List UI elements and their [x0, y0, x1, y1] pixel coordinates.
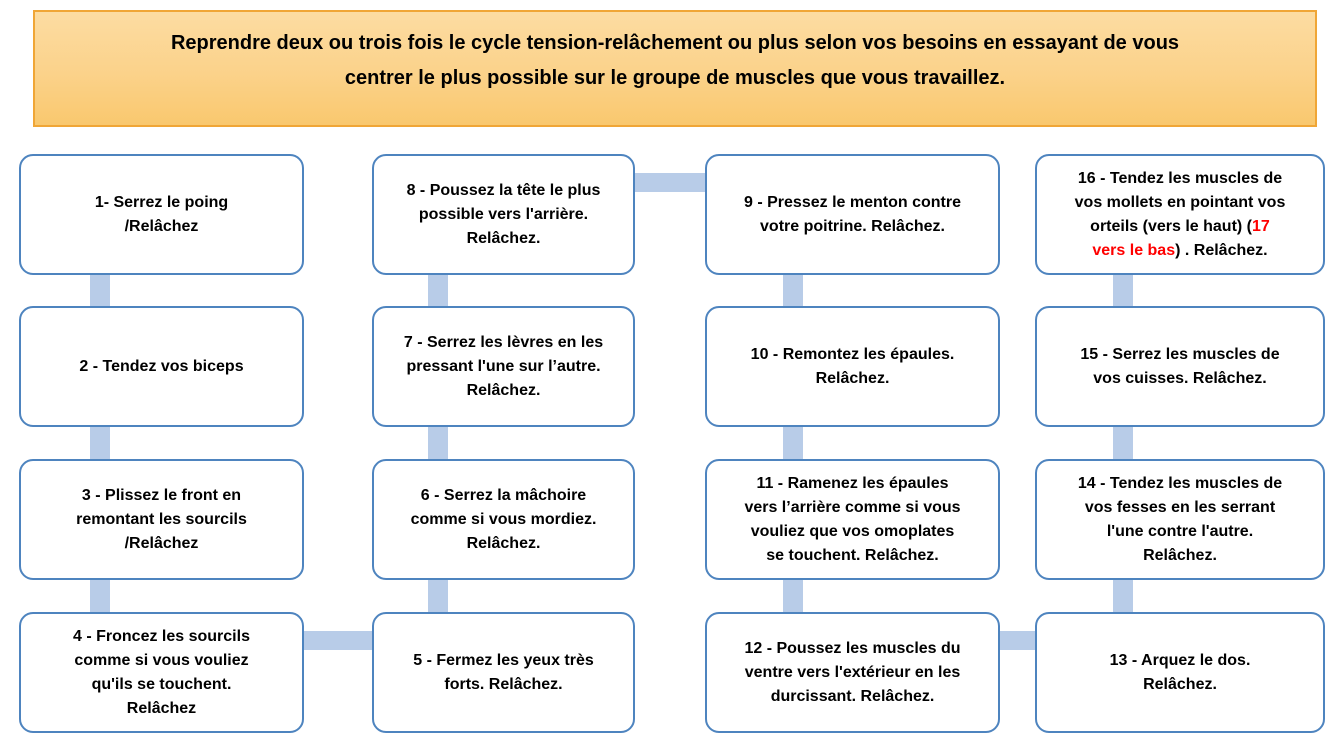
step-box-12: 12 - Poussez les muscles du ventre vers …	[705, 612, 1000, 733]
step-9-text: 9 - Pressez le menton contre votre poitr…	[744, 193, 961, 235]
step-6-text: 6 - Serrez la mâchoire comme si vous mor…	[410, 486, 597, 552]
connector-step15-step14	[1113, 425, 1133, 462]
step-16-text: 16 - Tendez les muscles de vos mollets e…	[1071, 167, 1290, 263]
step-16-text-start: 16 - Tendez les muscles de vos mollets e…	[1074, 169, 1286, 235]
step-box-4: 4 - Froncez les sourcils comme si vous v…	[19, 612, 304, 733]
connector-step16-step15	[1113, 273, 1133, 309]
step-box-9: 9 - Pressez le menton contre votre poitr…	[705, 154, 1000, 275]
step-14-text: 14 - Tendez les muscles de vos fesses en…	[1077, 474, 1283, 564]
step-box-2: 2 - Tendez vos biceps	[19, 306, 304, 427]
step-1-text: 1- Serrez le poing /Relâchez	[94, 193, 229, 235]
step-box-15: 15 - Serrez les muscles de vos cuisses. …	[1035, 306, 1325, 427]
step-box-11: 11 - Ramenez les épaules vers l’arrière …	[705, 459, 1000, 580]
step-10-text: 10 - Remontez les épaules. Relâchez.	[750, 345, 955, 387]
step-5-text: 5 - Fermez les yeux très forts. Relâchez…	[413, 651, 594, 693]
step-box-7: 7 - Serrez les lèvres en les pressant l'…	[372, 306, 635, 427]
step-12-text: 12 - Poussez les muscles du ventre vers …	[744, 639, 961, 705]
step-11-text: 11 - Ramenez les épaules vers l’arrière …	[744, 474, 961, 564]
step-4-text: 4 - Froncez les sourcils comme si vous v…	[73, 627, 250, 717]
connector-step6-step5	[428, 578, 448, 615]
step-box-8: 8 - Poussez la tête le plus possible ver…	[372, 154, 635, 275]
step-box-16: 16 - Tendez les muscles de vos mollets e…	[1035, 154, 1325, 275]
step-box-3: 3 - Plissez le front en remontant les so…	[19, 459, 304, 580]
step-box-14: 14 - Tendez les muscles de vos fesses en…	[1035, 459, 1325, 580]
instruction-banner-text: Reprendre deux ou trois fois le cycle te…	[170, 32, 1180, 89]
step-13-text: 13 - Arquez le dos. Relâchez.	[1109, 651, 1251, 693]
connector-step3-step4	[90, 578, 110, 615]
connector-step10-step11	[783, 425, 803, 462]
step-box-13: 13 - Arquez le dos. Relâchez.	[1035, 612, 1325, 733]
connector-step7-step6	[428, 425, 448, 462]
connector-step2-step3	[90, 425, 110, 462]
step-7-text: 7 - Serrez les lèvres en les pressant l'…	[403, 333, 604, 399]
step-16-text-end: ) . Relâchez.	[1175, 241, 1268, 259]
step-box-1: 1- Serrez le poing /Relâchez	[19, 154, 304, 275]
connector-step9-step10	[783, 273, 803, 309]
connector-step8-step9	[631, 173, 709, 192]
step-2-text: 2 - Tendez vos biceps	[79, 357, 244, 375]
connector-step14-step13	[1113, 578, 1133, 615]
step-box-5: 5 - Fermez les yeux très forts. Relâchez…	[372, 612, 635, 733]
connector-step4-step5	[300, 631, 376, 650]
step-16-red-highlight: 17 vers le bas	[1092, 217, 1270, 259]
instruction-banner: Reprendre deux ou trois fois le cycle te…	[33, 10, 1317, 127]
connector-step1-step2	[90, 273, 110, 309]
step-box-6: 6 - Serrez la mâchoire comme si vous mor…	[372, 459, 635, 580]
step-8-text: 8 - Poussez la tête le plus possible ver…	[406, 181, 601, 247]
step-3-text: 3 - Plissez le front en remontant les so…	[76, 486, 247, 552]
connector-step8-step7	[428, 273, 448, 309]
step-15-text: 15 - Serrez les muscles de vos cuisses. …	[1080, 345, 1280, 387]
connector-step11-step12	[783, 578, 803, 615]
connector-step12-step13	[996, 631, 1039, 650]
step-box-10: 10 - Remontez les épaules. Relâchez.	[705, 306, 1000, 427]
